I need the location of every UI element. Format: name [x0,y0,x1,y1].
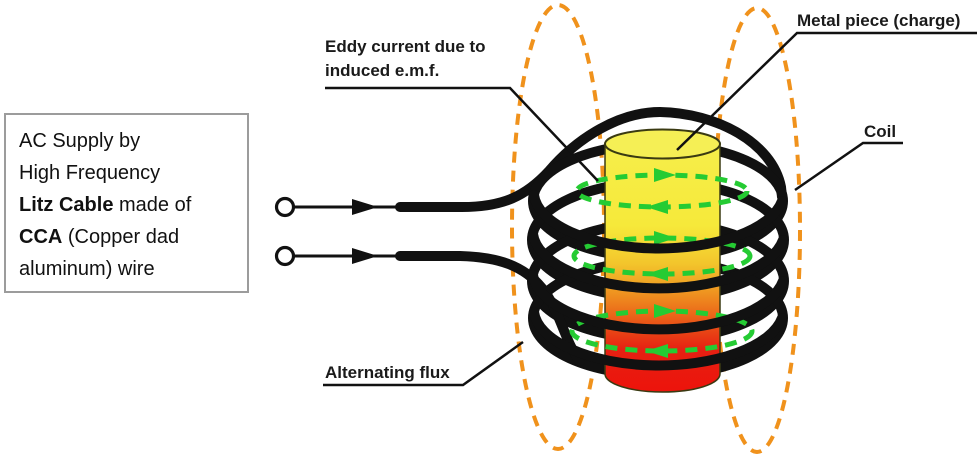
supply-line-2-text: High Frequency [19,162,161,184]
eddy-arrow-right-icon [654,168,676,182]
supply-line-3-rest: made of [113,194,192,216]
eddy-arrow-left-icon [646,344,668,358]
current-arrow-top-icon [352,199,378,215]
supply-line-4: CCA (Copper dad [19,221,241,253]
cylinder-top-face [604,128,721,160]
terminal-bottom-icon [274,245,296,267]
ac-supply-feed [274,196,420,267]
ac-supply-text-box: AC Supply by High Frequency Litz Cable m… [4,113,249,293]
leader-lines [323,31,977,387]
flux-leader-line [323,340,524,387]
coil-turns-front [528,190,788,371]
alternating-flux-label: Alternating flux [325,363,450,382]
eddy-arrow-right-icon [654,304,676,318]
eddy-current-label-line1: Eddy current due to [325,37,486,56]
coil-label: Coil [864,122,896,141]
metal-piece-leader-line [676,31,977,151]
metal-piece-label: Metal piece (charge) [797,11,960,30]
coil-turn-front [529,307,787,371]
eddy-current-arrows [646,168,676,358]
coil-leader-line [794,141,903,192]
cca-bold-text: CCA [19,226,63,248]
eddy-arrow-left-icon [646,267,668,281]
supply-line-1-text: AC Supply by [19,130,141,152]
eddy-loop [571,235,753,277]
supply-line-1: AC Supply by [19,125,241,157]
coil-turn-front [528,229,788,294]
coil-entry-turn [395,106,787,212]
supply-line-5-text: aluminum) wire [19,258,155,280]
current-arrow-bottom-icon [352,248,378,264]
supply-line-4-rest: (Copper dad [62,226,180,248]
eddy-current-label-line2: induced e.m.f. [325,61,439,80]
eddy-arrow-left-icon [646,200,668,214]
eddy-leader-line [325,86,599,182]
coil-turn-front [529,190,787,254]
eddy-arrow-right-icon [654,231,676,245]
supply-line-5: aluminum) wire [19,253,241,285]
supply-line-3: Litz Cable made of [19,189,241,221]
supply-line-2: High Frequency [19,157,241,189]
litz-cable-bold-text: Litz Cable [19,194,114,216]
terminal-top-icon [274,196,296,218]
coil-turn-front [528,270,788,335]
